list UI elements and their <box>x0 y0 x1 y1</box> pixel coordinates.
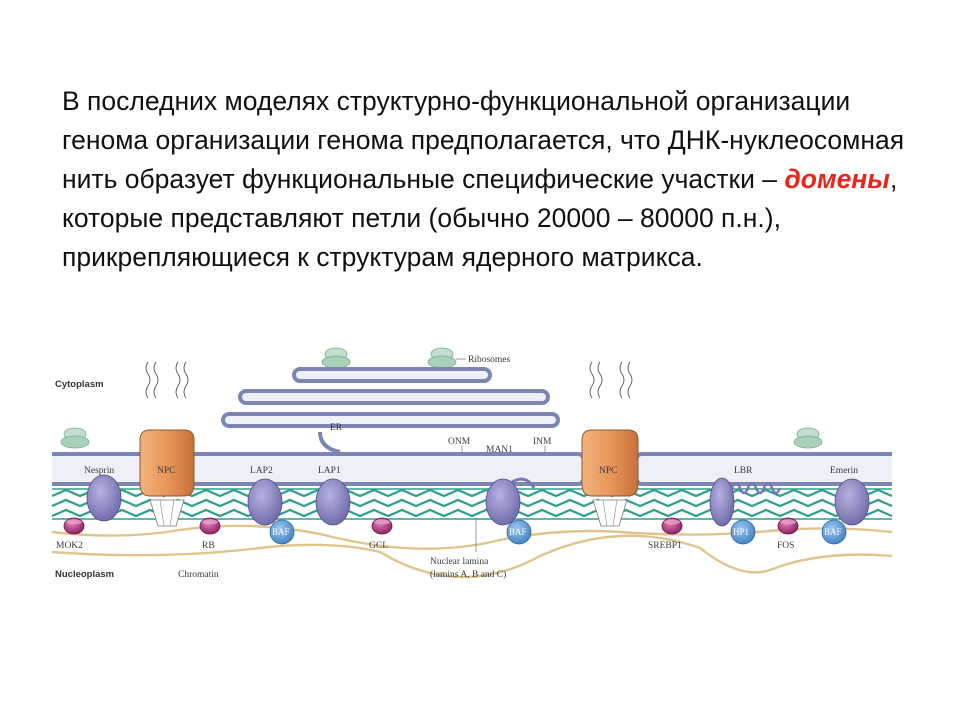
man1-tail <box>511 477 536 489</box>
label-npc-left: NPC <box>157 466 175 476</box>
lap1-protein <box>315 478 351 526</box>
rb-factor <box>199 517 221 535</box>
fos-factor <box>777 517 799 535</box>
baf-protein: BAF <box>269 519 295 545</box>
baf-protein: BAF <box>506 519 532 545</box>
highlighted-term: домены <box>784 164 890 194</box>
nuclear-lamina-mesh <box>51 488 893 518</box>
label-fos: FOS <box>777 541 794 551</box>
er-onm-connection <box>318 431 341 454</box>
lbr-protein <box>709 477 735 527</box>
baf-protein: BAF <box>821 519 847 545</box>
man1-protein <box>485 478 521 526</box>
label-nucleoplasm: Nucleoplasm <box>55 569 114 580</box>
nesprin-protein <box>86 474 122 522</box>
label-lap2: LAP2 <box>250 466 273 476</box>
srebp1-factor <box>661 517 683 535</box>
endoplasmic-reticulum <box>221 367 560 428</box>
ribosome-icon <box>427 347 457 369</box>
main-paragraph: В последних моделях структурно-функциона… <box>62 82 942 277</box>
ribosome-icon <box>793 427 823 449</box>
label-hp1: HP1 <box>733 527 749 537</box>
label-nuclear-lamina: Nuclear lamina <box>430 557 489 567</box>
chromatin-fibers <box>51 524 893 579</box>
label-lbr: LBR <box>734 466 753 476</box>
label-mok2: MOK2 <box>56 541 83 551</box>
label-lamins: (lamins A, B and C) <box>430 569 506 580</box>
label-rb: RB <box>202 541 215 551</box>
ribosome-icon <box>60 427 90 449</box>
nuclear-envelope-diagram: Ribosomes Cytoplasm ER ONM INM <box>51 347 893 580</box>
ribosome-icon <box>321 347 351 369</box>
label-baf-2: BAF <box>509 527 527 537</box>
label-srebp1: SREBP1 <box>648 541 682 551</box>
label-baf-3: BAF <box>824 527 842 537</box>
gcl-factor <box>371 517 393 535</box>
hp1-protein: HP1 <box>730 519 756 545</box>
label-emerin: Emerin <box>830 466 858 476</box>
emerin-protein <box>834 478 870 526</box>
label-cytoplasm: Cytoplasm <box>55 379 104 390</box>
label-chromatin: Chromatin <box>178 570 219 580</box>
lbr-coil <box>730 481 782 495</box>
label-inm: INM <box>533 437 552 447</box>
paragraph-text-part2: , которые представляют петли (обычно 200… <box>62 164 898 272</box>
label-er: ER <box>330 423 343 433</box>
label-onm: ONM <box>448 437 471 447</box>
label-lap1: LAP1 <box>318 466 341 476</box>
label-man1: MAN1 <box>486 445 513 455</box>
label-nesprin: Nesprin <box>84 466 114 476</box>
npc-right: NPC <box>581 361 639 527</box>
label-baf-1: BAF <box>272 527 290 537</box>
mok2-factor <box>63 517 85 535</box>
label-npc-right: NPC <box>599 466 617 476</box>
label-gcl: GCL <box>369 541 388 551</box>
npc-left: NPC <box>139 361 195 527</box>
label-ribosomes: Ribosomes <box>468 355 511 365</box>
paragraph-text-part1: В последних моделях структурно-функциона… <box>62 86 905 194</box>
lap2-protein <box>247 478 283 526</box>
